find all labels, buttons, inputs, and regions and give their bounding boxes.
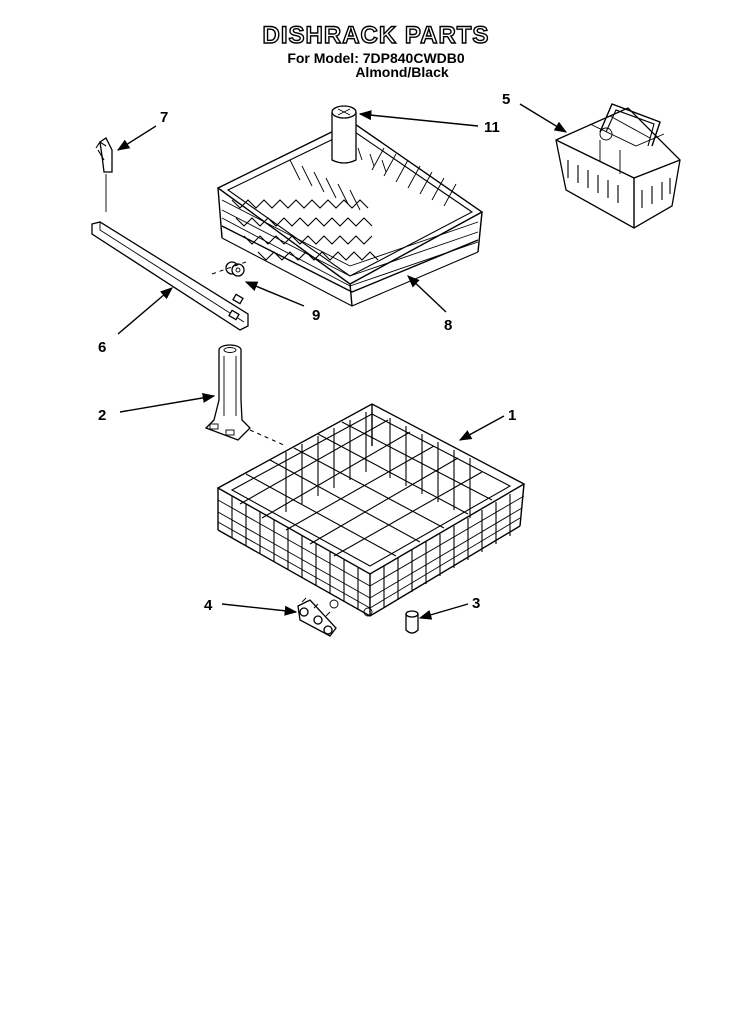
callout-8: 8: [444, 317, 452, 334]
upper-rack: [211, 105, 484, 307]
rack-track: [91, 221, 249, 331]
wash-tower: [204, 344, 287, 447]
callout-5: 5: [502, 91, 510, 108]
rack-stud: [405, 610, 419, 634]
roller-carrier: [297, 597, 337, 637]
leader-lines: [116, 103, 568, 620]
callout-9: 9: [312, 307, 320, 324]
callout-1: 1: [508, 407, 516, 424]
color-variant: Almond/Black: [355, 64, 449, 80]
callout-3: 3: [472, 595, 480, 612]
callout-6: 6: [98, 339, 106, 356]
lower-rack: [216, 403, 526, 617]
callout-11: 11: [484, 119, 500, 136]
rack-clip: [95, 137, 113, 212]
callout-4: 4: [204, 597, 213, 614]
model-number: For Model: 7DP840CWDB0: [287, 50, 465, 66]
page-title: DISHRACK PARTS: [262, 21, 490, 49]
callout-2: 2: [98, 407, 106, 424]
silverware-basket: [555, 103, 681, 229]
callout-7: 7: [160, 109, 168, 126]
